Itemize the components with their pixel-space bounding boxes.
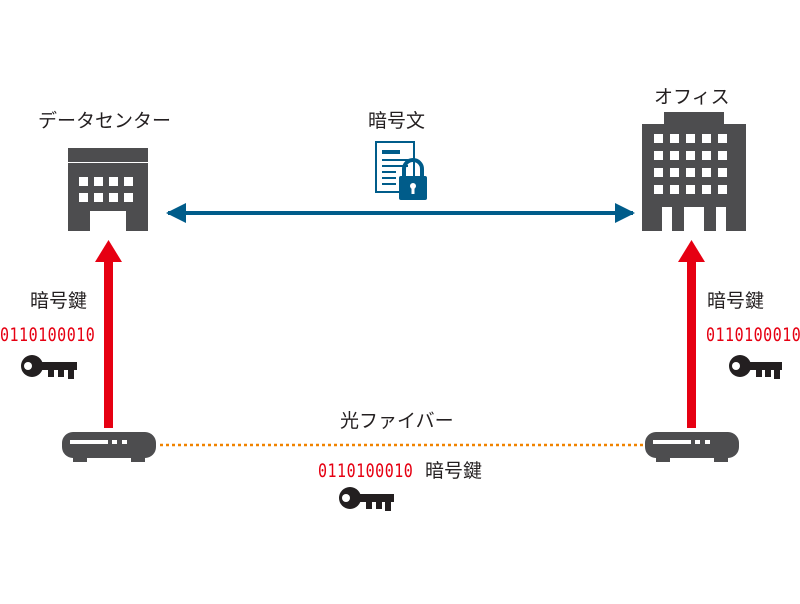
ciphertext-label: 暗号文	[368, 110, 426, 132]
binary-key-right: 0110100010	[706, 323, 800, 346]
key-icon-right	[729, 355, 782, 379]
office-building-icon	[642, 112, 746, 231]
key-icon-bottom	[339, 487, 394, 511]
locked-document-icon	[375, 141, 427, 200]
key-delivery-arrow-right	[678, 240, 705, 428]
key-label-right: 暗号鍵	[707, 290, 765, 312]
key-label-bottom: 暗号鍵	[425, 460, 483, 482]
binary-key-bottom: 0110100010	[318, 459, 414, 482]
key-delivery-arrow-left	[95, 240, 122, 428]
datacenter-label: データセンター	[38, 110, 172, 132]
datacenter-building-icon	[68, 148, 148, 231]
fiber-label: 光ファイバー	[340, 410, 454, 432]
key-label-left: 暗号鍵	[30, 290, 88, 312]
binary-key-left: 0110100010	[0, 323, 96, 346]
router-icon-left	[62, 432, 156, 462]
office-label: オフィス	[654, 86, 730, 108]
key-icon-left	[21, 355, 77, 379]
router-icon-right	[645, 432, 739, 462]
